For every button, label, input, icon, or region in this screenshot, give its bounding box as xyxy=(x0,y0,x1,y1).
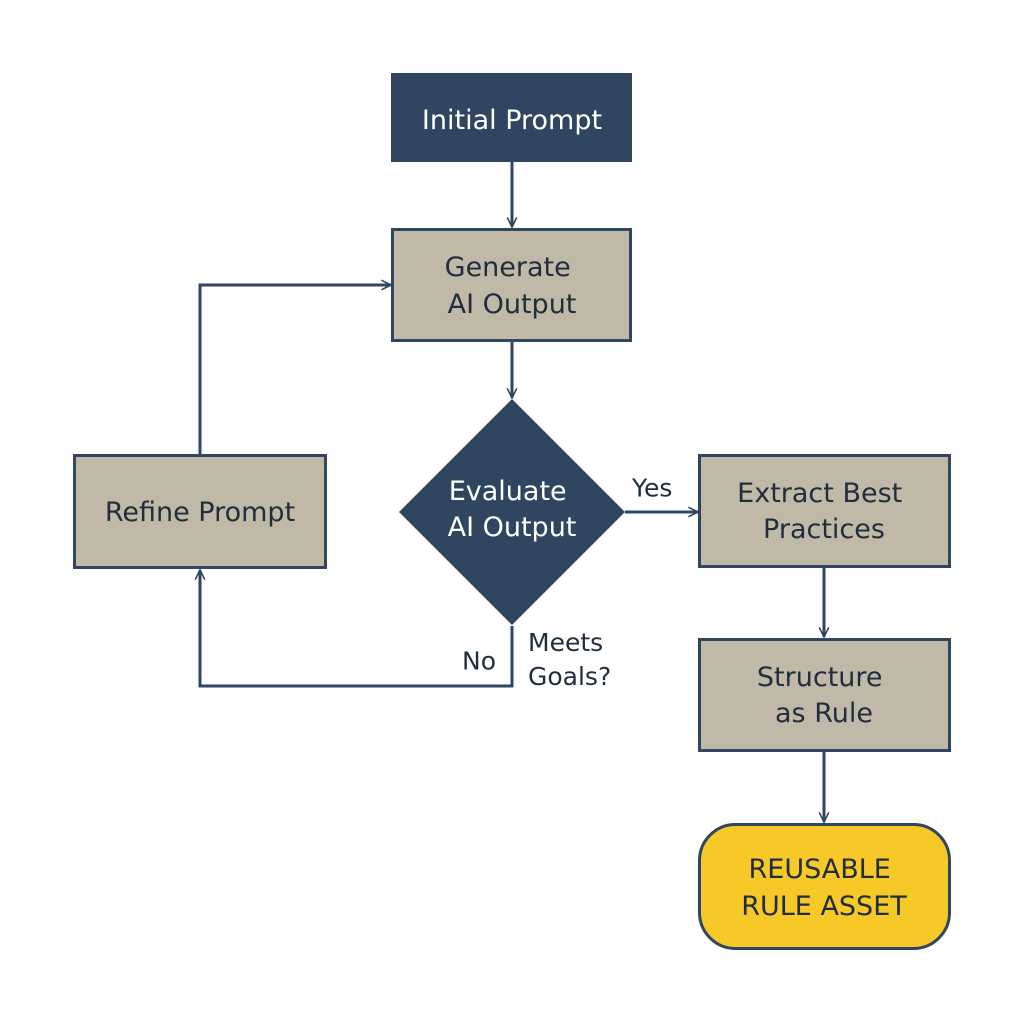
node-structure-rule-label: Structure as Rule xyxy=(757,662,891,729)
meets-goals-label: Meets Goals? xyxy=(528,628,611,691)
node-reusable-rule-asset-label: REUSABLE RULE ASSET xyxy=(741,854,907,922)
edges xyxy=(200,162,824,822)
node-initial-prompt: Initial Prompt xyxy=(391,73,632,162)
node-refine-prompt-label: Refine Prompt xyxy=(105,497,295,528)
node-extract-practices-label: Extract Best Practices xyxy=(737,478,911,545)
node-generate-output: Generate AI Output xyxy=(391,228,632,342)
node-initial-prompt-label: Initial Prompt xyxy=(422,105,602,136)
node-reusable-rule-asset: REUSABLE RULE ASSET xyxy=(698,823,951,950)
edge-refine-to-generate xyxy=(198,285,391,454)
no-label: No xyxy=(462,647,496,676)
node-structure-rule: Structure as Rule xyxy=(698,638,951,752)
nodes: Initial Prompt Generate AI Output Evalua… xyxy=(73,73,951,950)
node-refine-prompt: Refine Prompt xyxy=(73,454,327,569)
edge-labels: Yes No Meets Goals? xyxy=(462,474,672,691)
node-extract-practices: Extract Best Practices xyxy=(698,454,951,568)
node-evaluate-output: Evaluate AI Output xyxy=(399,399,625,625)
edge-evaluate-to-refine xyxy=(200,570,514,688)
node-evaluate-output-label: Evaluate AI Output xyxy=(448,476,577,543)
node-generate-output-label: Generate AI Output xyxy=(445,252,580,320)
yes-label: Yes xyxy=(631,474,672,503)
